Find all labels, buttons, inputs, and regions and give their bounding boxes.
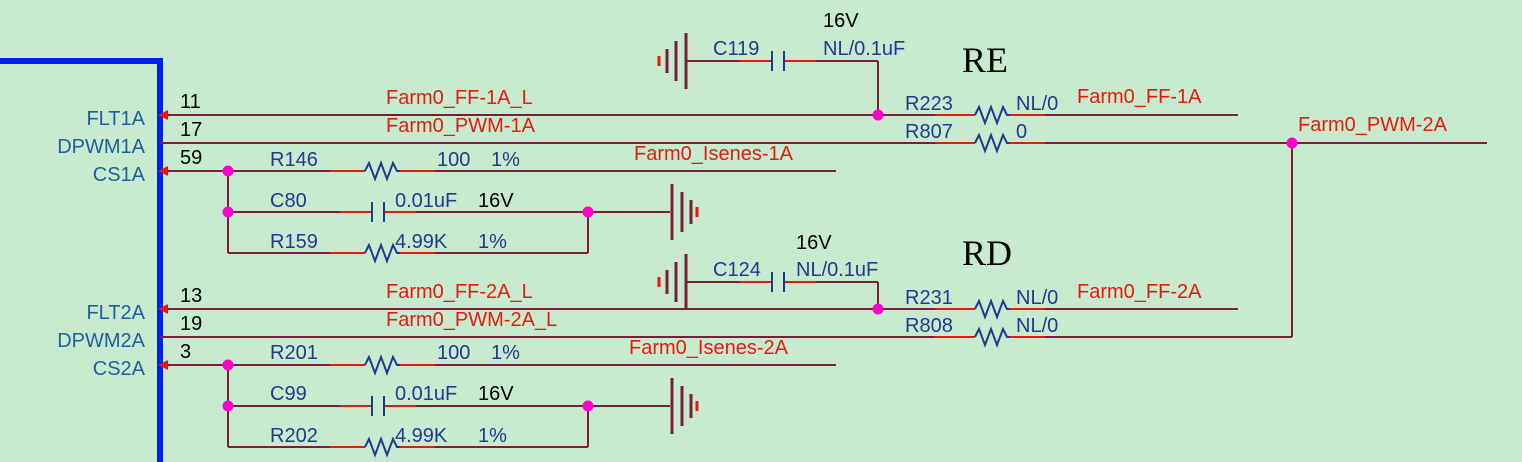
r202-tolerance: 1%: [478, 425, 507, 447]
capacitor-c99: [371, 396, 385, 416]
wires-bottom: [160, 281, 1292, 448]
r201-tolerance: 1%: [491, 342, 520, 364]
c119-value: NL/0.1uF: [823, 38, 905, 60]
r202-value: 4.99K: [395, 425, 448, 447]
pin-name-dpwm2a: DPWM2A: [57, 330, 145, 352]
c124-value: NL/0.1uF: [796, 259, 878, 281]
pin-number-19: 19: [180, 313, 202, 335]
leads-top: [330, 60, 1045, 254]
resistor-r231: [974, 298, 1010, 320]
capacitor-c119: [771, 51, 785, 71]
net-label-ff2a-l: Farm0_FF-2A_L: [386, 281, 533, 303]
r223-value: NL/0: [1016, 93, 1058, 115]
r231-value: NL/0: [1016, 287, 1058, 309]
r808-ref: R808: [905, 315, 953, 337]
resistor-r159: [364, 242, 400, 264]
pin-name-flt1a: FLT1A: [86, 108, 145, 130]
pin-number-17: 17: [180, 119, 202, 141]
pin-arrow-cs1a: [158, 166, 168, 176]
resistor-r201: [364, 354, 400, 376]
r231-ref: R231: [905, 287, 953, 309]
resistor-r807: [974, 132, 1010, 154]
pin-name-cs2a: CS2A: [93, 358, 146, 380]
net-label-pwm1a: Farm0_PWM-1A: [386, 115, 536, 137]
c124-ref: C124: [713, 259, 761, 281]
r201-value: 100: [437, 342, 470, 364]
net-label-ff2a: Farm0_FF-2A: [1077, 281, 1202, 303]
junctions-top: [222, 109, 1298, 218]
c119-voltage: 16V: [823, 10, 859, 32]
ground-symbol-c124: [657, 254, 688, 310]
r159-ref: R159: [270, 231, 318, 253]
r146-tolerance: 1%: [491, 149, 520, 171]
r159-tolerance: 1%: [478, 231, 507, 253]
r201-ref: R201: [270, 342, 318, 364]
net-label-isense1a: Farm0_Isenes-1A: [634, 143, 794, 165]
pin-arrow-flt1a: [158, 110, 168, 120]
section-title-rd: RD: [962, 233, 1012, 273]
r146-value: 100: [437, 149, 470, 171]
junctions-bottom: [222, 303, 884, 412]
r807-ref: R807: [905, 121, 953, 143]
resistor-r808: [974, 326, 1010, 348]
c80-voltage: 16V: [478, 190, 514, 212]
resistor-r146: [364, 160, 400, 182]
pin-number-11: 11: [180, 91, 201, 113]
net-label-isense2a: Farm0_Isenes-2A: [629, 337, 789, 359]
ground-symbol-c99: [670, 378, 699, 434]
net-label-pwm2a: Farm0_PWM-2A: [1298, 114, 1448, 136]
c80-ref: C80: [270, 190, 307, 212]
r808-value: NL/0: [1016, 315, 1058, 337]
pin-arrow-cs2a: [158, 360, 168, 370]
r807-value: 0: [1016, 121, 1027, 143]
r223-ref: R223: [905, 93, 953, 115]
resistor-r223: [974, 104, 1010, 126]
ground-symbol-c119: [657, 33, 688, 89]
capacitor-c124: [771, 272, 785, 292]
r146-ref: R146: [270, 149, 318, 171]
ground-symbol-c80: [670, 184, 699, 240]
resistor-r202: [364, 436, 400, 458]
net-label-ff1a: Farm0_FF-1A: [1077, 86, 1202, 108]
pin-name-flt2a: FLT2A: [86, 302, 145, 324]
pin-number-59: 59: [180, 147, 202, 169]
pin-number-13: 13: [180, 285, 202, 307]
c99-voltage: 16V: [478, 383, 514, 405]
c80-value: 0.01uF: [395, 190, 457, 212]
pin-arrow-flt2a: [158, 304, 168, 314]
c119-ref: C119: [713, 38, 759, 60]
capacitor-c80: [371, 202, 385, 222]
c99-value: 0.01uF: [395, 383, 457, 405]
r159-value: 4.99K: [395, 231, 448, 253]
leads-bottom: [330, 281, 1045, 448]
r202-ref: R202: [270, 425, 318, 447]
wires-top: [160, 60, 1487, 337]
c99-ref: C99: [270, 383, 307, 405]
pin-number-3: 3: [180, 341, 191, 363]
net-label-pwm2a-l: Farm0_PWM-2A_L: [386, 309, 557, 331]
pin-arrows: [158, 110, 168, 370]
pin-name-cs1a: CS1A: [93, 164, 146, 186]
c124-voltage: 16V: [796, 232, 832, 254]
section-title-re: RE: [962, 40, 1008, 80]
net-label-ff1a-l: Farm0_FF-1A_L: [386, 87, 533, 109]
pin-name-dpwm1a: DPWM1A: [57, 136, 145, 158]
ic-body-outline: [0, 58, 163, 462]
